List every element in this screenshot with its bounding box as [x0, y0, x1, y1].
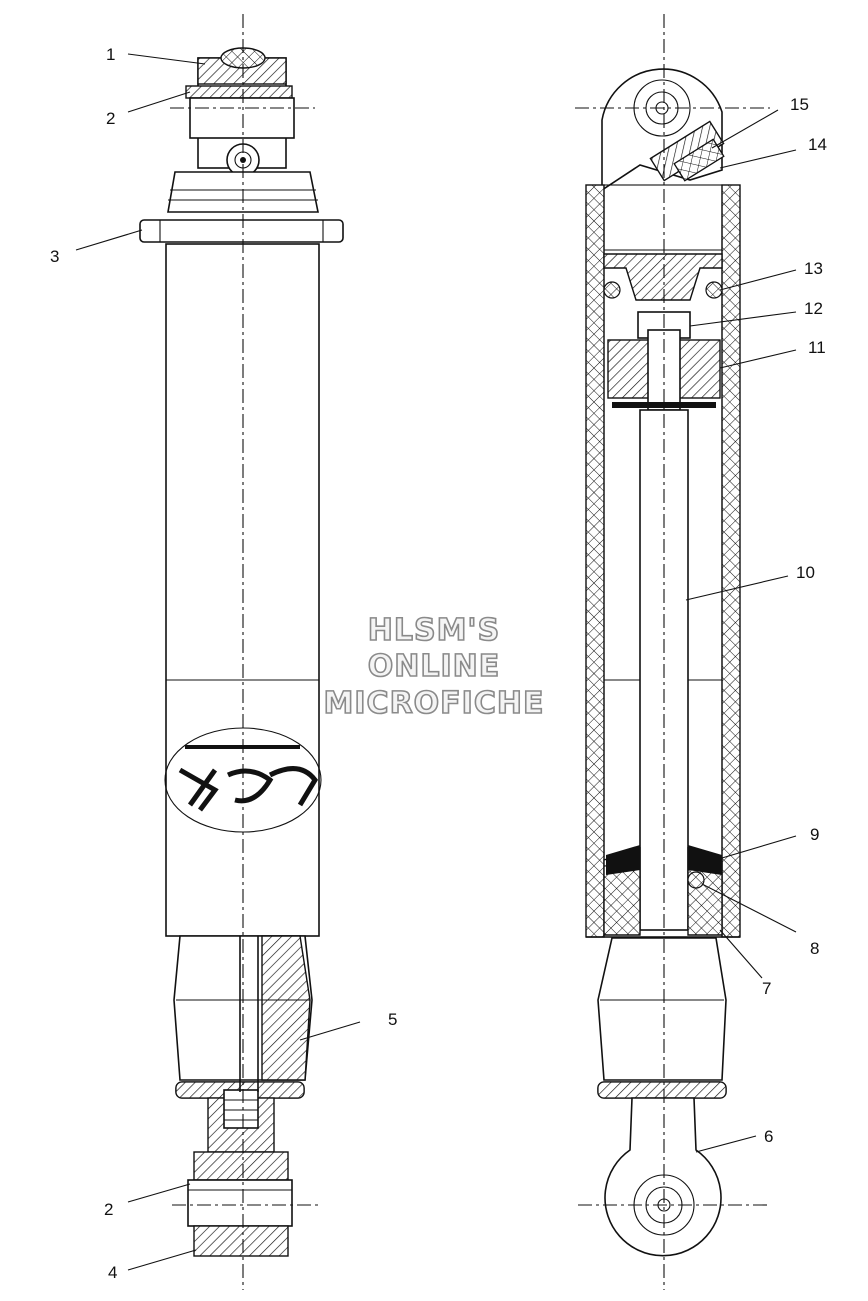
lower-thread: [223, 1089, 259, 1129]
callout-10: 10: [796, 563, 815, 582]
callout-9: 9: [810, 825, 819, 844]
lower-bushing-upper: [193, 1151, 289, 1181]
watermark: HLSM'S ONLINE MICROFICHE: [323, 612, 545, 722]
callout-15: 15: [790, 95, 809, 114]
callout-4: 4: [108, 1263, 117, 1282]
seal-9-left: [606, 845, 640, 875]
watermark-line-3: MICROFICHE: [324, 686, 545, 721]
leader-lines: [75, 53, 797, 1271]
lower-bushing-4: [193, 1225, 289, 1257]
lower-spacer-2: [187, 1179, 293, 1227]
outer-wall-left: [585, 184, 605, 938]
right-bottom-boot: [597, 937, 727, 1081]
boot-section-5: [261, 935, 311, 1081]
right-shock-section: [575, 14, 770, 1290]
seal-9-right: [688, 845, 722, 875]
outer-wall-right: [721, 184, 741, 938]
callout-3: 3: [50, 247, 59, 266]
callout-14: 14: [808, 135, 827, 154]
callout-5: 5: [388, 1010, 397, 1029]
callout-6: 6: [764, 1127, 773, 1146]
left-shock-exterior: [139, 14, 344, 1290]
valve-core-14: [673, 138, 725, 182]
callout-11: 11: [808, 338, 826, 357]
callout-7: 7: [762, 979, 771, 998]
floating-piston-13: [603, 253, 723, 301]
callout-12: 12: [804, 299, 823, 318]
oring-8: [687, 871, 705, 889]
watermark-line-1: HLSM'S: [368, 613, 500, 648]
callout-labels: 1 2 3 5 2 4 15 14 13 12 11 10 9 8 7 6: [50, 45, 827, 1282]
spring-adjuster-ring: [139, 219, 344, 243]
watermark-line-2: ONLINE: [368, 649, 501, 684]
callout-2-top: 2: [106, 109, 115, 128]
callout-1: 1: [106, 45, 115, 64]
top-eyelet-housing: [189, 97, 295, 139]
top-spacer-2: [185, 85, 293, 99]
callout-8: 8: [810, 939, 819, 958]
lower-eye-6: [604, 1097, 722, 1257]
callout-2-bottom: 2: [104, 1200, 113, 1219]
callout-13: 13: [804, 259, 823, 278]
